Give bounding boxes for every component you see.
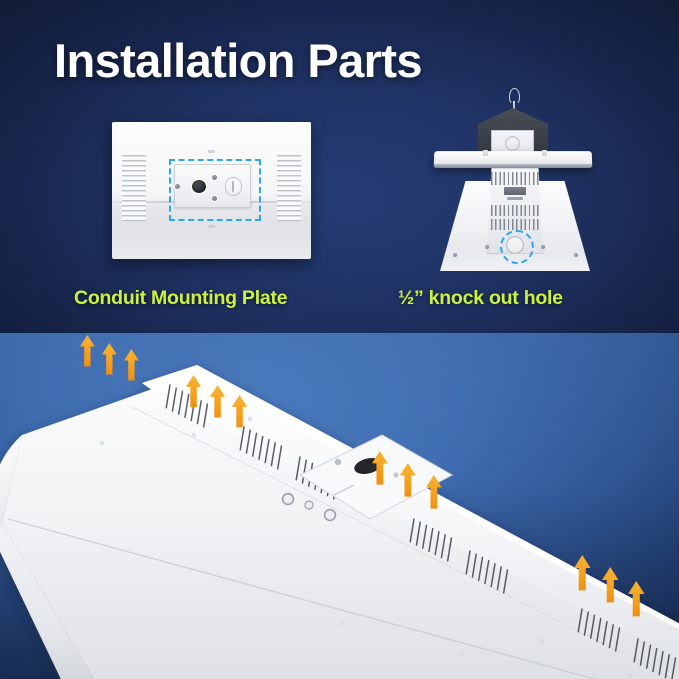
bar-lug [483, 150, 488, 156]
driver-vents [491, 172, 539, 185]
corner-screw [541, 245, 545, 249]
corner-screw [453, 253, 457, 257]
installation-parts-panel: Installation Parts Conduit Mounting Plat… [0, 0, 679, 333]
surface-screws [99, 417, 633, 678]
plate-screw-hole [175, 184, 180, 189]
driver-vents [491, 219, 539, 230]
plate-tick-top [208, 150, 215, 153]
driver-vents [491, 205, 539, 216]
mounting-bar [433, 151, 593, 168]
part-label-conduit-mounting-plate: Conduit Mounting Plate [74, 287, 288, 309]
dashed-highlight-circle-icon [500, 230, 534, 264]
linear-high-bay-fixture [0, 335, 679, 679]
part-label-knock-out-hole: ½” knock out hole [398, 287, 563, 309]
plate-screw-hole [212, 196, 217, 201]
plate-vents-left [122, 155, 146, 222]
driver-label [504, 187, 526, 195]
conduit-knockout-hole [192, 180, 206, 193]
plate-tick-bottom [208, 225, 215, 228]
page-title: Installation Parts [54, 34, 423, 87]
fixture-front-lip [0, 523, 94, 679]
fixture-bottom-face [2, 375, 679, 679]
dashed-highlight-rectangle-icon [169, 159, 261, 221]
cable-gland [323, 508, 337, 522]
left-end-cap [0, 435, 22, 526]
plate-vents-right [277, 155, 301, 222]
fixture-driver-channel [142, 365, 679, 658]
bar-lug [542, 150, 547, 156]
bracket-circle [505, 136, 520, 151]
high-bay-knockout-photo [428, 88, 601, 271]
fixture-body [0, 365, 679, 679]
heat-dissipation-panel: Superior heat dissipation ensures a leng… [0, 333, 679, 679]
corner-screw [574, 253, 578, 257]
driver-screw [393, 472, 399, 478]
hook-stem [512, 101, 515, 110]
cable-gland [304, 500, 314, 510]
corner-screw [485, 245, 489, 249]
heat-arrows-left-end [80, 335, 139, 381]
driver-screw [334, 458, 342, 466]
plate-screw-hole [212, 175, 217, 180]
driver-label-line [507, 197, 523, 200]
driver-box-plate [298, 434, 454, 520]
cable-gland [281, 492, 295, 506]
hanging-hook-icon [509, 88, 520, 105]
conduit-slot [225, 177, 242, 196]
conduit-plate-photo [112, 122, 311, 259]
